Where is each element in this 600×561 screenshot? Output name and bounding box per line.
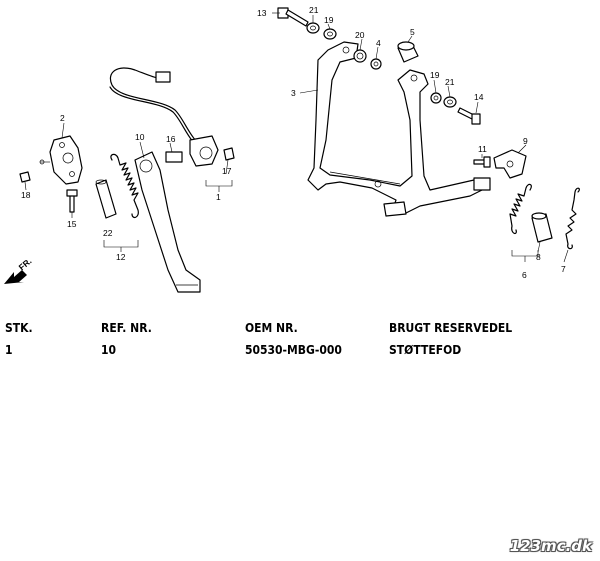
callout-21-top: 21 (309, 5, 319, 15)
parts-table-header: STK. REF. NR. OEM NR. BRUGT RESERVEDEL (0, 321, 600, 341)
callout-16: 16 (166, 134, 176, 144)
site-watermark-logo: 123mc.dk (509, 537, 592, 555)
header-part-name: BRUGT RESERVEDEL (389, 321, 513, 335)
callout-12: 12 (116, 252, 126, 262)
callout-7: 7 (561, 264, 566, 274)
callout-3: 3 (291, 88, 296, 98)
spring-plate-9 (493, 149, 527, 179)
bolt-15 (66, 189, 78, 213)
cell-qty: 1 (5, 343, 13, 357)
side-stand (134, 151, 201, 293)
parts-table-row[interactable]: 1 10 50530-MBG-000 STØTTEFOD (0, 343, 600, 363)
callout-8: 8 (536, 252, 541, 262)
callout-21-right: 21 (445, 77, 455, 87)
bolt-11 (473, 156, 491, 168)
callout-20: 20 (355, 30, 365, 40)
side-stand-bracket (39, 135, 83, 185)
cell-part-name: STØTTEFOD (389, 343, 462, 357)
callout-9: 9 (523, 136, 528, 146)
callout-2: 2 (60, 113, 65, 123)
callout-14: 14 (474, 92, 484, 102)
bush-5 (397, 41, 419, 63)
leader-lines (24, 12, 569, 263)
main-stand (307, 41, 491, 217)
bolt-14 (457, 107, 481, 125)
callout-4: 4 (376, 38, 381, 48)
callout-numbers: 13 21 19 20 4 5 3 19 21 14 11 9 8 7 6 2 … (21, 5, 566, 280)
spring-6 (509, 183, 532, 235)
washers-top (306, 22, 382, 70)
exploded-parts-diagram: 13 21 19 20 4 5 3 19 21 14 11 9 8 7 6 2 … (4, 5, 580, 293)
direction-label: FR. (17, 256, 34, 272)
cell-oem-nr: 50530-MBG-000 (245, 343, 342, 357)
callout-11: 11 (478, 144, 487, 154)
callout-15: 15 (67, 219, 77, 229)
callout-5: 5 (410, 27, 415, 37)
callout-19-right: 19 (430, 70, 440, 80)
callout-10: 10 (135, 132, 145, 142)
collar-8 (531, 212, 553, 243)
front-direction-arrow: FR. (4, 256, 34, 284)
header-ref-nr: REF. NR. (101, 321, 152, 335)
collar-22 (95, 179, 117, 219)
side-stand-switch-harness (109, 67, 235, 167)
washers-right (430, 92, 457, 108)
spring-7 (565, 187, 580, 250)
header-oem-nr: OEM NR. (245, 321, 298, 335)
callout-19-top: 19 (324, 15, 334, 25)
nut-18 (19, 171, 31, 183)
bolt-13 (277, 7, 309, 27)
callout-22: 22 (103, 228, 113, 238)
callout-17: 17 (222, 166, 232, 176)
callout-13: 13 (257, 8, 267, 18)
cell-ref-nr: 10 (101, 343, 117, 357)
header-qty: STK. (5, 321, 33, 335)
callout-1: 1 (216, 192, 221, 202)
callout-18: 18 (21, 190, 31, 200)
spring-12 (110, 153, 139, 219)
callout-6: 6 (522, 270, 527, 280)
